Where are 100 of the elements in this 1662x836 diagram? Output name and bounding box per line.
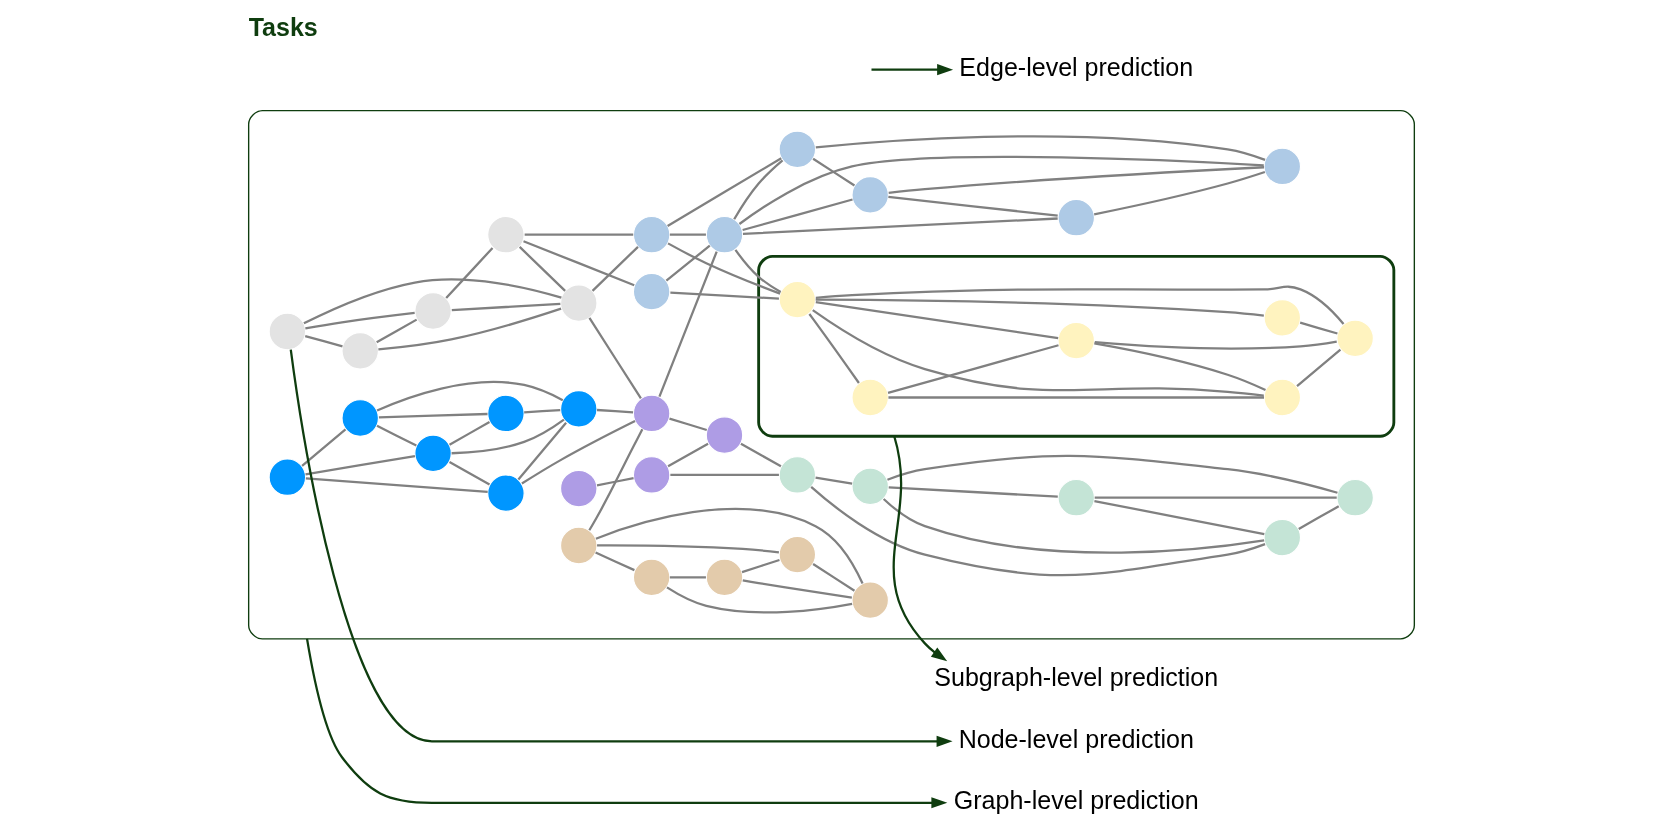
node-circle: [850, 378, 889, 417]
connector: [595, 507, 864, 585]
node-circle: [559, 469, 598, 508]
connector: [1094, 340, 1337, 350]
connector: [448, 460, 490, 486]
node-circle: [632, 394, 670, 433]
connector: [669, 233, 706, 236]
connector: [451, 302, 560, 312]
node-circle: [559, 390, 598, 428]
node-circle: [413, 292, 452, 330]
node-circle: [1263, 299, 1301, 337]
cluster: [247, 109, 1415, 640]
connector: [300, 428, 346, 467]
node-circle: [1056, 321, 1095, 360]
connector: [665, 244, 710, 282]
connector: [657, 251, 718, 398]
node-circle: [705, 416, 743, 454]
diagram-title: Tasks: [248, 13, 318, 42]
node-circle: [850, 581, 889, 619]
connector: [882, 498, 1264, 554]
arrow: [871, 64, 953, 76]
connector: [302, 278, 562, 325]
connector: [594, 551, 635, 572]
connector: [596, 408, 633, 414]
node-text: Graph-level prediction: [953, 786, 1199, 815]
connector: [887, 344, 1059, 394]
node-circle: [778, 456, 816, 494]
node-circle: [1263, 518, 1301, 557]
node-circle: [559, 284, 598, 322]
node-circle: [268, 312, 306, 351]
connector: [809, 486, 1265, 577]
connector: [1093, 342, 1266, 391]
connector: [304, 455, 415, 476]
node-circle: [778, 280, 816, 319]
connector: [448, 421, 490, 446]
connector: [812, 563, 855, 592]
arrow: [892, 435, 947, 662]
connector: [666, 242, 780, 295]
node-circle: [705, 215, 743, 254]
connector: [815, 135, 1265, 161]
connector: [668, 417, 707, 432]
connector: [669, 576, 706, 579]
connector: [517, 421, 567, 481]
node-circle: [1335, 319, 1374, 358]
connector: [732, 159, 783, 220]
node-circle: [1335, 478, 1374, 517]
node-circle: [559, 526, 598, 565]
connector: [376, 424, 417, 447]
node-text: Node-level prediction: [958, 724, 1194, 753]
connector: [669, 291, 779, 300]
connector: [444, 247, 493, 299]
connector: [741, 558, 780, 574]
connector: [734, 249, 781, 293]
connector: [1297, 505, 1339, 530]
connector: [596, 477, 634, 487]
node-circle: [632, 456, 670, 494]
connector: [815, 298, 1264, 317]
connector: [523, 408, 560, 414]
connector: [812, 157, 855, 187]
connector: [814, 476, 852, 485]
connector: [522, 240, 635, 287]
connector: [815, 285, 1344, 325]
node-circle: [1263, 378, 1301, 417]
node-circle: [486, 215, 525, 254]
node-circle: [486, 394, 525, 433]
connector: [815, 301, 1058, 340]
node-text: Subgraph-level prediction: [933, 663, 1218, 692]
connector: [377, 307, 561, 351]
node-circle: [705, 558, 743, 597]
node-circle: [1056, 478, 1095, 517]
connector: [739, 442, 781, 468]
node-circle: [268, 458, 306, 496]
connector: [305, 477, 488, 493]
connector: [451, 418, 565, 455]
connector: [741, 198, 853, 232]
connector: [596, 544, 779, 554]
connector: [520, 420, 636, 485]
connector: [375, 318, 417, 344]
node-circle: [340, 332, 379, 370]
connector: [665, 586, 852, 614]
connector: [1295, 348, 1341, 387]
cluster: [756, 254, 1395, 438]
node-text: Edge-level prediction: [958, 53, 1193, 82]
node-circle: [340, 399, 379, 437]
node-circle: [632, 215, 670, 254]
connector: [887, 396, 1264, 399]
connector: [742, 217, 1058, 235]
connector: [738, 155, 1264, 225]
connector: [669, 473, 779, 477]
connector: [524, 233, 633, 236]
connector: [807, 313, 860, 384]
node-circle: [1263, 147, 1301, 186]
arrow: [305, 638, 947, 809]
connector: [888, 166, 1264, 194]
connector: [588, 317, 642, 400]
node-circle: [850, 467, 889, 506]
connector: [742, 579, 852, 599]
connector: [376, 380, 563, 412]
connector: [1093, 499, 1265, 536]
arrow: [289, 349, 953, 747]
